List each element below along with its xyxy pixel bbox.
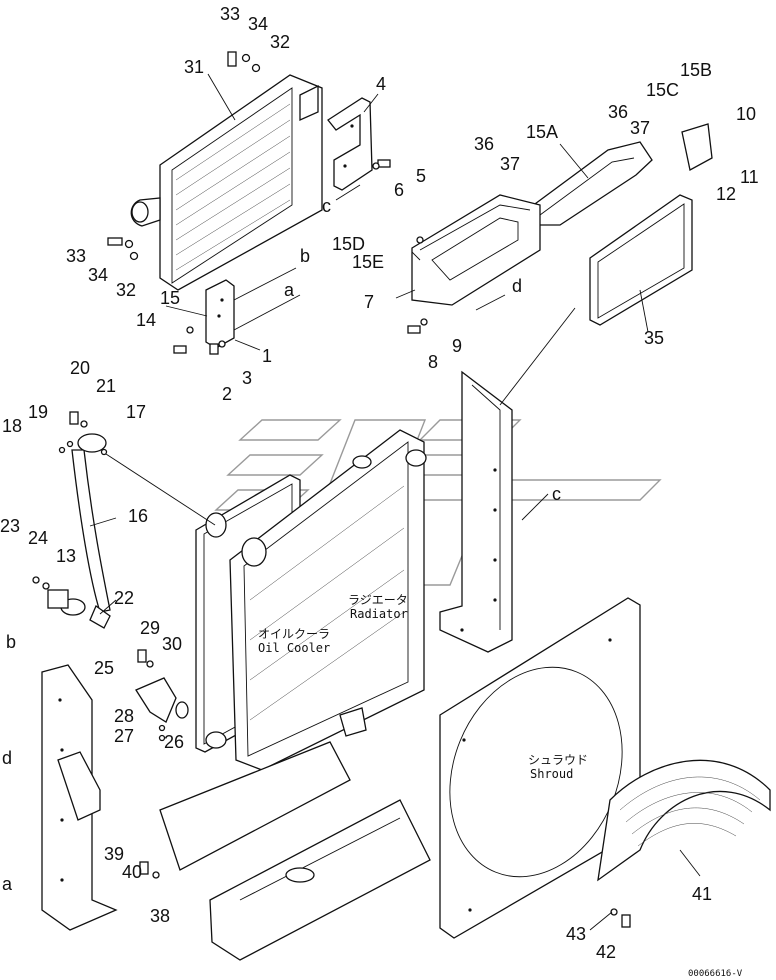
callout-8: 8	[428, 352, 438, 372]
callout-32: 32	[270, 32, 290, 52]
radiator-caption-en: Radiator	[350, 607, 408, 621]
callout-24: 24	[28, 528, 48, 548]
callout-9: 9	[452, 336, 462, 356]
callout-20: 20	[70, 358, 90, 378]
callout-21: 21	[96, 376, 116, 396]
callout-39: 39	[104, 844, 124, 864]
callout-5: 5	[416, 166, 426, 186]
callout-2: 2	[222, 384, 232, 404]
callout-b-top: b	[300, 246, 310, 266]
callout-6: 6	[394, 180, 404, 200]
callout-34: 34	[248, 14, 268, 34]
callout-10: 10	[736, 104, 756, 124]
elbow-25	[135, 649, 189, 742]
radiator-caption-jp: ラジエータ	[348, 593, 408, 607]
callout-3: 3	[242, 368, 252, 388]
callout-19: 19	[28, 402, 48, 422]
callout-34-lower: 34	[88, 265, 108, 285]
callout-15: 15	[160, 288, 180, 308]
leader-lines	[89, 73, 701, 931]
radiator-core	[229, 429, 427, 771]
callout-42: 42	[596, 942, 616, 962]
callout-12: 12	[716, 184, 736, 204]
callout-37-right: 37	[630, 118, 650, 138]
component-captions: ラジエータ Radiator オイルクーラ Oil Cooler シュラウド S…	[258, 593, 588, 781]
callout-b-left: b	[6, 632, 16, 652]
callout-labels: 33 34 32 31 4 5 6 c 33 34 32 b a 15 14 1…	[0, 4, 759, 962]
callout-25: 25	[94, 658, 114, 678]
callout-41: 41	[692, 884, 712, 904]
oil-cooler-caption-jp: オイルクーラ	[258, 627, 330, 641]
callout-11: 11	[740, 167, 759, 187]
callout-23: 23	[0, 516, 20, 536]
callout-30: 30	[162, 634, 182, 654]
callout-27: 27	[114, 726, 134, 746]
callout-15A: 15A	[526, 122, 558, 142]
callout-15C: 15C	[646, 80, 679, 100]
callout-28: 28	[114, 706, 134, 726]
callout-26: 26	[164, 732, 184, 752]
shroud-caption-en: Shroud	[530, 767, 573, 781]
fan-guard-41	[597, 759, 771, 928]
callout-37: 37	[500, 154, 520, 174]
cover-38	[139, 741, 431, 961]
pipe-16	[32, 411, 111, 629]
callout-d-left: d	[2, 748, 12, 768]
callout-4: 4	[376, 74, 386, 94]
cover-15A	[519, 123, 713, 226]
drawing-code: 00066616-V	[688, 969, 743, 979]
callout-18: 18	[2, 416, 22, 436]
callout-16: 16	[128, 506, 148, 526]
callout-7: 7	[364, 292, 374, 312]
callout-c-top: c	[322, 196, 331, 216]
callout-1: 1	[262, 346, 272, 366]
bolt-set-top	[107, 51, 391, 355]
stay-right	[439, 370, 513, 653]
stay-left	[41, 664, 118, 931]
callout-35: 35	[644, 328, 664, 348]
callout-36-right: 36	[608, 102, 628, 122]
oil-cooler-caption-en: Oil Cooler	[258, 641, 330, 655]
callout-29: 29	[140, 618, 160, 638]
bracket-4	[327, 97, 373, 191]
callout-33: 33	[220, 4, 240, 24]
callout-c-mid: c	[552, 484, 561, 504]
callout-38: 38	[150, 906, 170, 926]
callout-33-lower: 33	[66, 246, 86, 266]
callout-15E: 15E	[352, 252, 384, 272]
callout-15B: 15B	[680, 60, 712, 80]
callout-43: 43	[566, 924, 586, 944]
guard-7	[407, 194, 541, 334]
callout-13: 13	[56, 546, 76, 566]
callout-a-left: a	[2, 874, 13, 894]
aftercooler-core	[130, 74, 323, 291]
shroud-caption-jp: シュラウド	[528, 753, 588, 767]
callout-15D: 15D	[332, 234, 365, 254]
callout-d-top: d	[512, 276, 522, 296]
callout-31: 31	[184, 57, 204, 77]
callout-22: 22	[114, 588, 134, 608]
bracket-1	[205, 279, 235, 349]
callout-a-top: a	[284, 280, 295, 300]
callout-40: 40	[122, 862, 142, 882]
callout-17: 17	[126, 402, 146, 422]
seal-panel-35	[589, 194, 693, 326]
callout-32-lower: 32	[116, 280, 136, 300]
callout-36: 36	[474, 134, 494, 154]
callout-14: 14	[136, 310, 156, 330]
